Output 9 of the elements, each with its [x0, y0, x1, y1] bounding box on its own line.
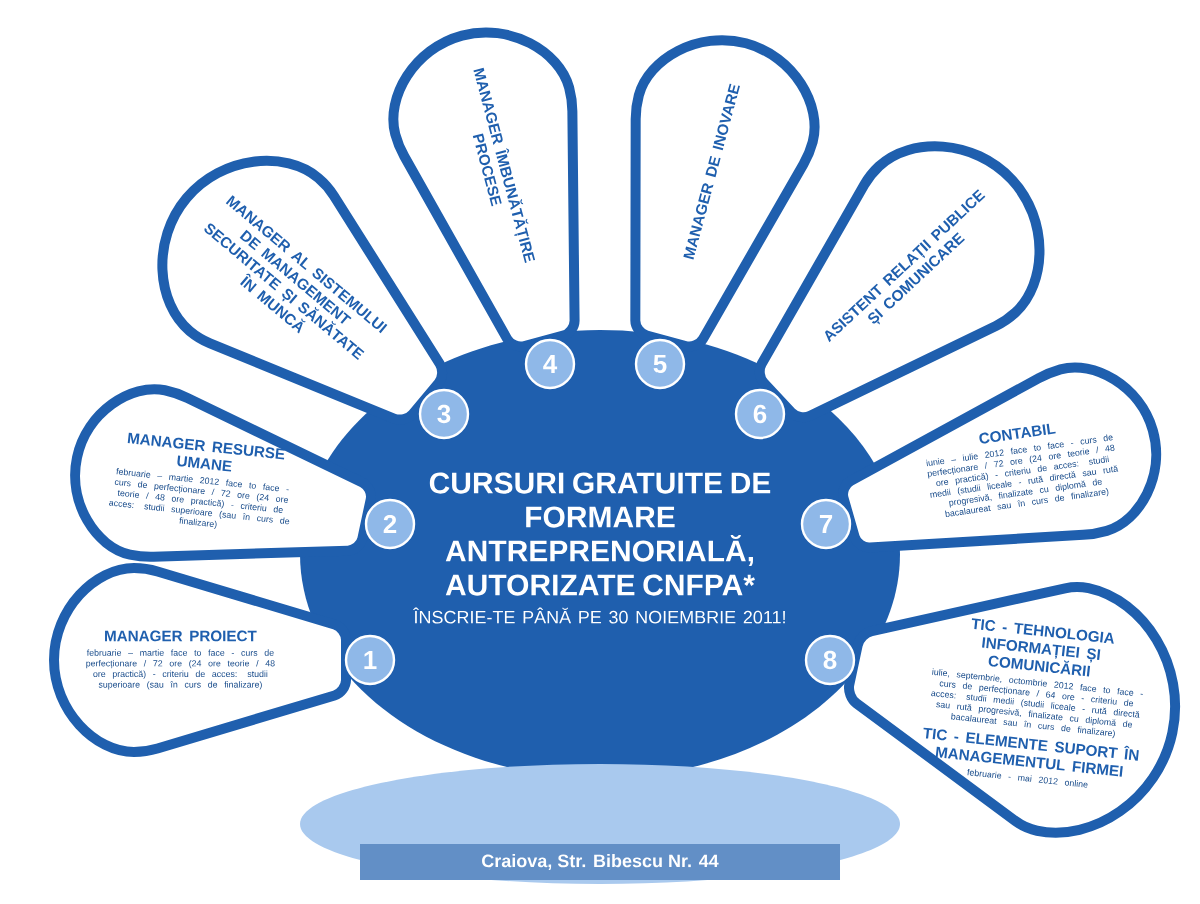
number-badge: 7	[800, 498, 852, 550]
number-badge: 2	[364, 498, 416, 550]
number-badge: 6	[734, 388, 786, 440]
number-badge: 8	[804, 634, 856, 686]
number-badge: 5	[634, 338, 686, 390]
number-badge: 3	[418, 388, 470, 440]
number-badge: 4	[524, 338, 576, 390]
address-band: Craiova, Str. Bibescu Nr. 44	[300, 763, 900, 884]
number-badge: 1	[344, 634, 396, 686]
